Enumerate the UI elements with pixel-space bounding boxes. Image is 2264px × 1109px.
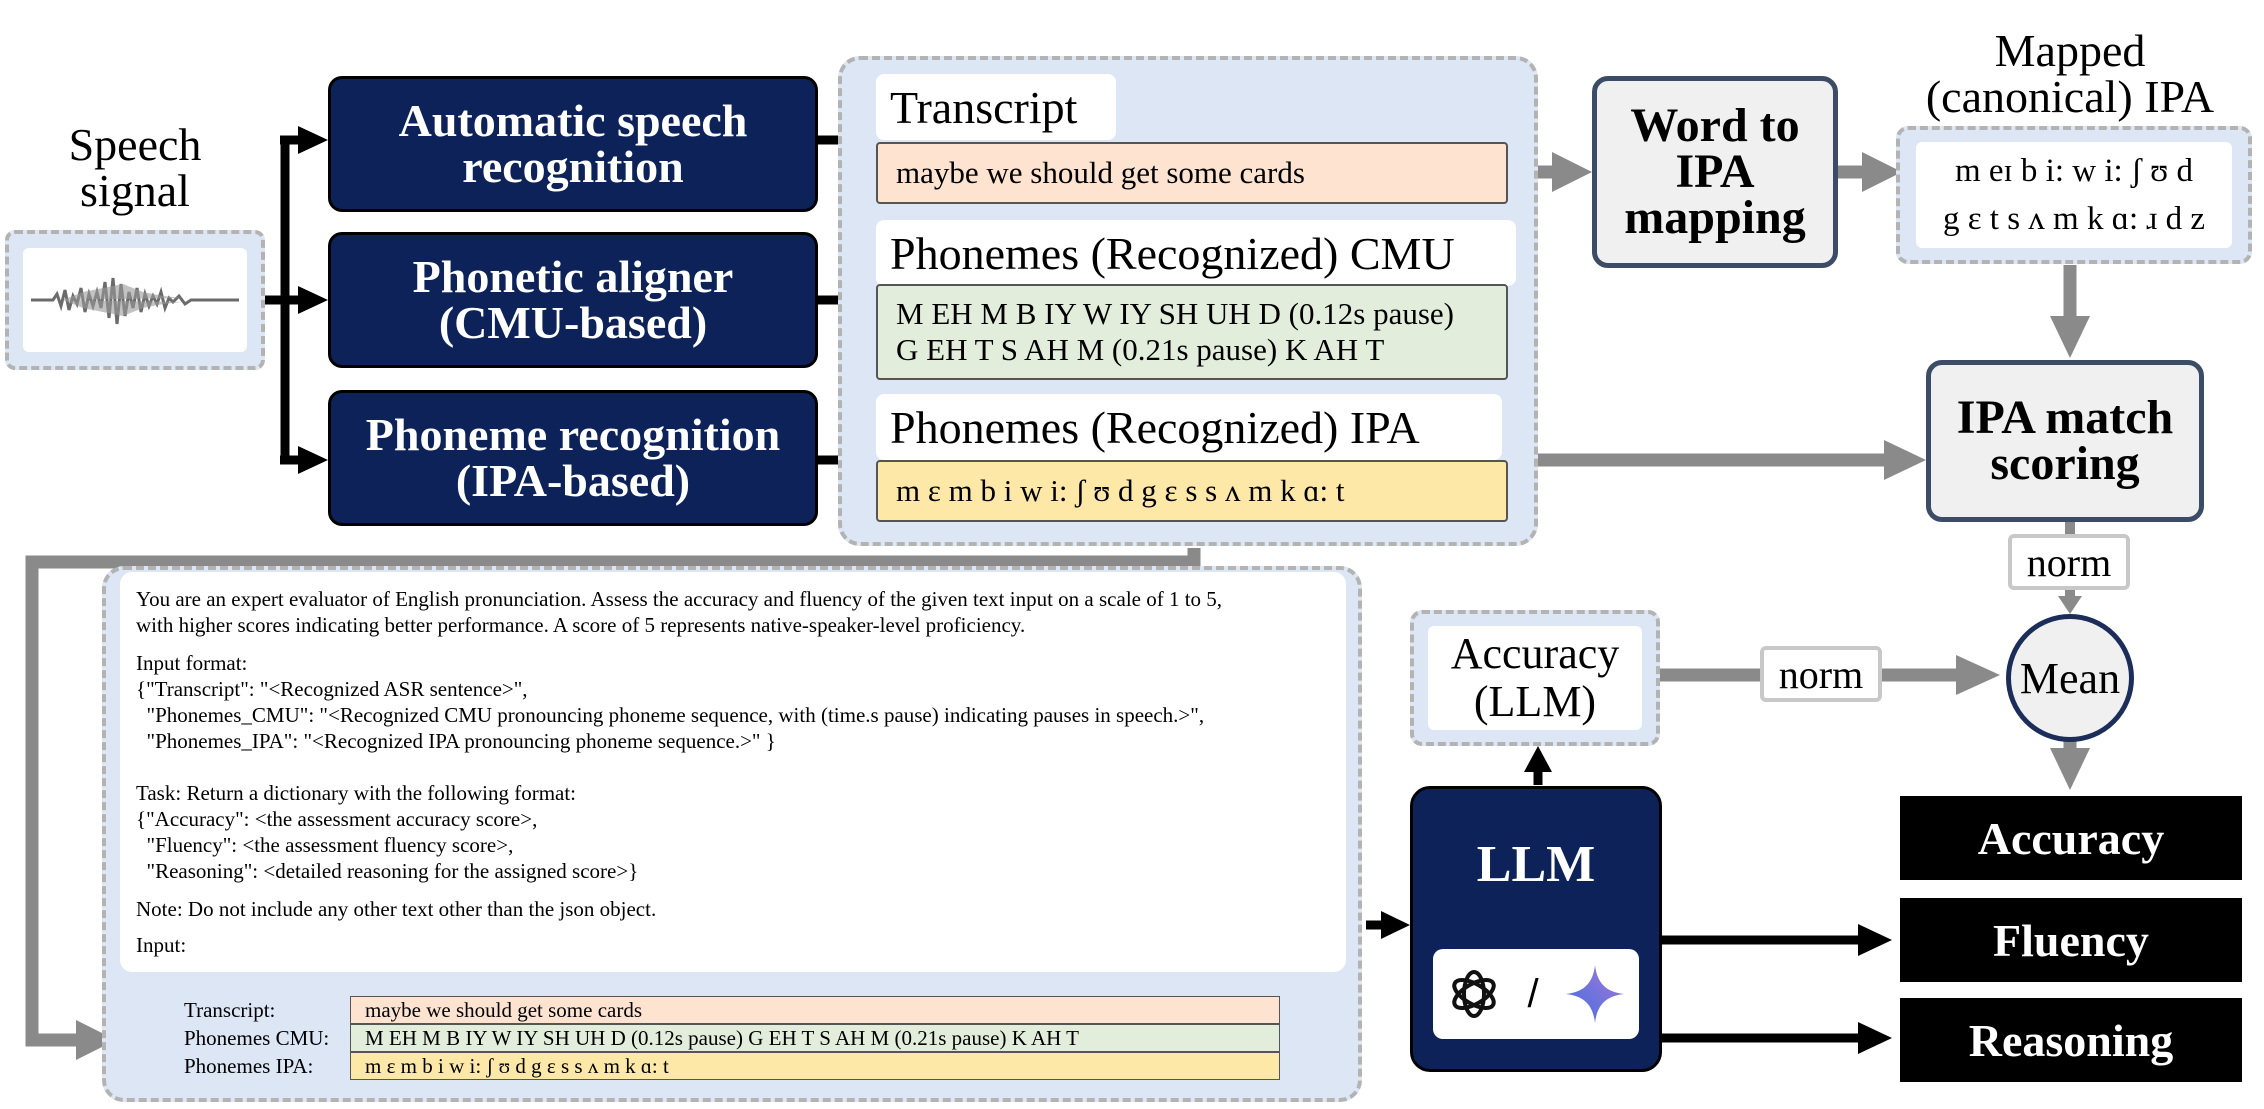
asr-module-line1: Automatic speech <box>398 95 748 146</box>
accuracy-llm-box: Accuracy (LLM) <box>1410 610 1660 746</box>
ipa-value: m ɛ m b i w i: ʃ ʊ d g ɛ s s ʌ m k ɑ: t <box>876 460 1508 522</box>
word-to-ipa-line3: mapping <box>1624 191 1806 244</box>
accuracy-llm-inner: Accuracy (LLM) <box>1428 626 1642 730</box>
llm-title: LLM <box>1476 836 1596 893</box>
row-cmu-value: M EH M B IY W IY SH UH D (0.12s pause) G… <box>350 1024 1280 1052</box>
speech-signal-box <box>5 230 265 370</box>
cmu-value-line2: G EH T S AH M (0.21s pause) K AH T <box>896 332 1385 367</box>
mapped-ipa-line2: g ɛ t s ʌ m k ɑ: ɹ d z <box>1942 201 2206 237</box>
mean-node: Mean <box>2006 614 2134 742</box>
mapped-title-line2: (canonical) IPA <box>1925 71 2215 122</box>
norm-badge-llm: norm <box>1760 646 1882 702</box>
cmu-value: M EH M B IY W IY SH UH D (0.12s pause) G… <box>876 284 1508 380</box>
ipa-match-scoring: IPA match scoring <box>1926 360 2204 522</box>
asr-module: Automatic speech recognition <box>328 76 818 212</box>
prompt-format-line3: "Phonemes_IPA": "<Recognized IPA pronoun… <box>136 729 776 753</box>
phonetic-aligner-module: Phonetic aligner (CMU-based) <box>328 232 818 368</box>
mapped-ipa-box: m eɪ b i: w i: ʃ ʊ d g ɛ t s ʌ m k ɑ: ɹ … <box>1896 126 2252 264</box>
row-ipa-label: Phonemes IPA: <box>184 1054 314 1078</box>
llm-provider-panel: / <box>1433 949 1639 1039</box>
prompt-input-label: Input: <box>136 933 187 957</box>
prompt-note: Note: Do not include any other text othe… <box>136 897 657 921</box>
accuracy-output: Accuracy <box>1900 796 2242 880</box>
openai-icon <box>1452 970 1496 1018</box>
prompt-task-line1: {"Accuracy": <the assessment accuracy sc… <box>136 807 538 831</box>
prompt-panel: You are an expert evaluator of English p… <box>102 566 1362 1102</box>
speech-signal-title-line2: signal <box>80 165 190 216</box>
waveform-icon <box>31 277 239 325</box>
row-ipa-value: m ɛ m b i w i: ʃ ʊ d g ɛ s s ʌ m k ɑ: t <box>350 1052 1280 1080</box>
mapped-ipa-title: Mapped (canonical) IPA <box>1900 28 2240 120</box>
row-transcript-value: maybe we should get some cards <box>350 996 1280 1024</box>
prompt-format-line1: {"Transcript": "<Recognized ASR sentence… <box>136 677 528 701</box>
prompt-task-line2: "Fluency": <the assessment fluency score… <box>136 833 514 857</box>
prompt-task-line3: "Reasoning": <detailed reasoning for the… <box>136 859 639 883</box>
fluency-output: Fluency <box>1900 898 2242 982</box>
mapped-ipa-values: m eɪ b i: w i: ʃ ʊ d g ɛ t s ʌ m k ɑ: ɹ … <box>1916 142 2232 248</box>
prompt-input-format: Input format: <box>136 651 248 675</box>
llm-separator: / <box>1527 971 1539 1016</box>
norm-badge-match: norm <box>2008 534 2130 590</box>
row-transcript-label: Transcript: <box>184 998 276 1022</box>
prompt-format-line2: "Phonemes_CMU": "<Recognized CMU pronoun… <box>136 703 1205 727</box>
speech-signal-title-line1: Speech <box>68 119 202 170</box>
prompt-body: You are an expert evaluator of English p… <box>120 572 1346 972</box>
recognized-outputs-panel: Transcript maybe we should get some card… <box>838 56 1538 546</box>
aligner-module-line2: (CMU-based) <box>438 297 708 348</box>
phoneme-module-line1: Phoneme recognition <box>365 409 781 460</box>
prompt-task: Task: Return a dictionary with the follo… <box>136 781 577 805</box>
mean-label: Mean <box>2019 653 2121 703</box>
accuracy-llm-line2: (LLM) <box>1473 677 1597 726</box>
word-to-ipa-mapping: Word to IPA mapping <box>1592 76 1838 268</box>
asr-module-line2: recognition <box>462 141 684 192</box>
ipa-match-line1: IPA match <box>1956 391 2174 444</box>
transcript-value: maybe we should get some cards <box>876 142 1508 204</box>
gemini-sparkle-icon <box>1566 965 1625 1023</box>
llm-arrows <box>1366 746 1892 1054</box>
ipa-label: Phonemes (Recognized) IPA <box>876 394 1502 460</box>
speech-signal-title: Speech signal <box>40 122 230 214</box>
cmu-label: Phonemes (Recognized) CMU <box>876 220 1516 286</box>
prompt-intro-line2: with higher scores indicating better per… <box>136 613 1026 637</box>
reasoning-output: Reasoning <box>1900 998 2242 1082</box>
word-to-ipa-line1: Word to <box>1630 99 1800 152</box>
mapped-title-line1: Mapped <box>1994 25 2146 76</box>
mapped-ipa-line1: m eɪ b i: w i: ʃ ʊ d <box>1954 153 2194 189</box>
aligner-module-line1: Phonetic aligner <box>412 251 734 302</box>
word-to-ipa-line2: IPA <box>1675 145 1755 198</box>
waveform-panel <box>23 248 247 352</box>
llm-block: LLM / <box>1410 786 1662 1072</box>
transcript-label: Transcript <box>876 74 1116 140</box>
accuracy-llm-line1: Accuracy <box>1450 629 1620 678</box>
phoneme-module-line2: (IPA-based) <box>455 455 691 506</box>
prompt-intro-line1: You are an expert evaluator of English p… <box>136 587 1223 611</box>
ipa-match-line2: scoring <box>1990 437 2140 490</box>
cmu-value-line1: M EH M B IY W IY SH UH D (0.12s pause) <box>896 296 1454 331</box>
row-cmu-label: Phonemes CMU: <box>184 1026 330 1050</box>
phoneme-recognition-module: Phoneme recognition (IPA-based) <box>328 390 818 526</box>
